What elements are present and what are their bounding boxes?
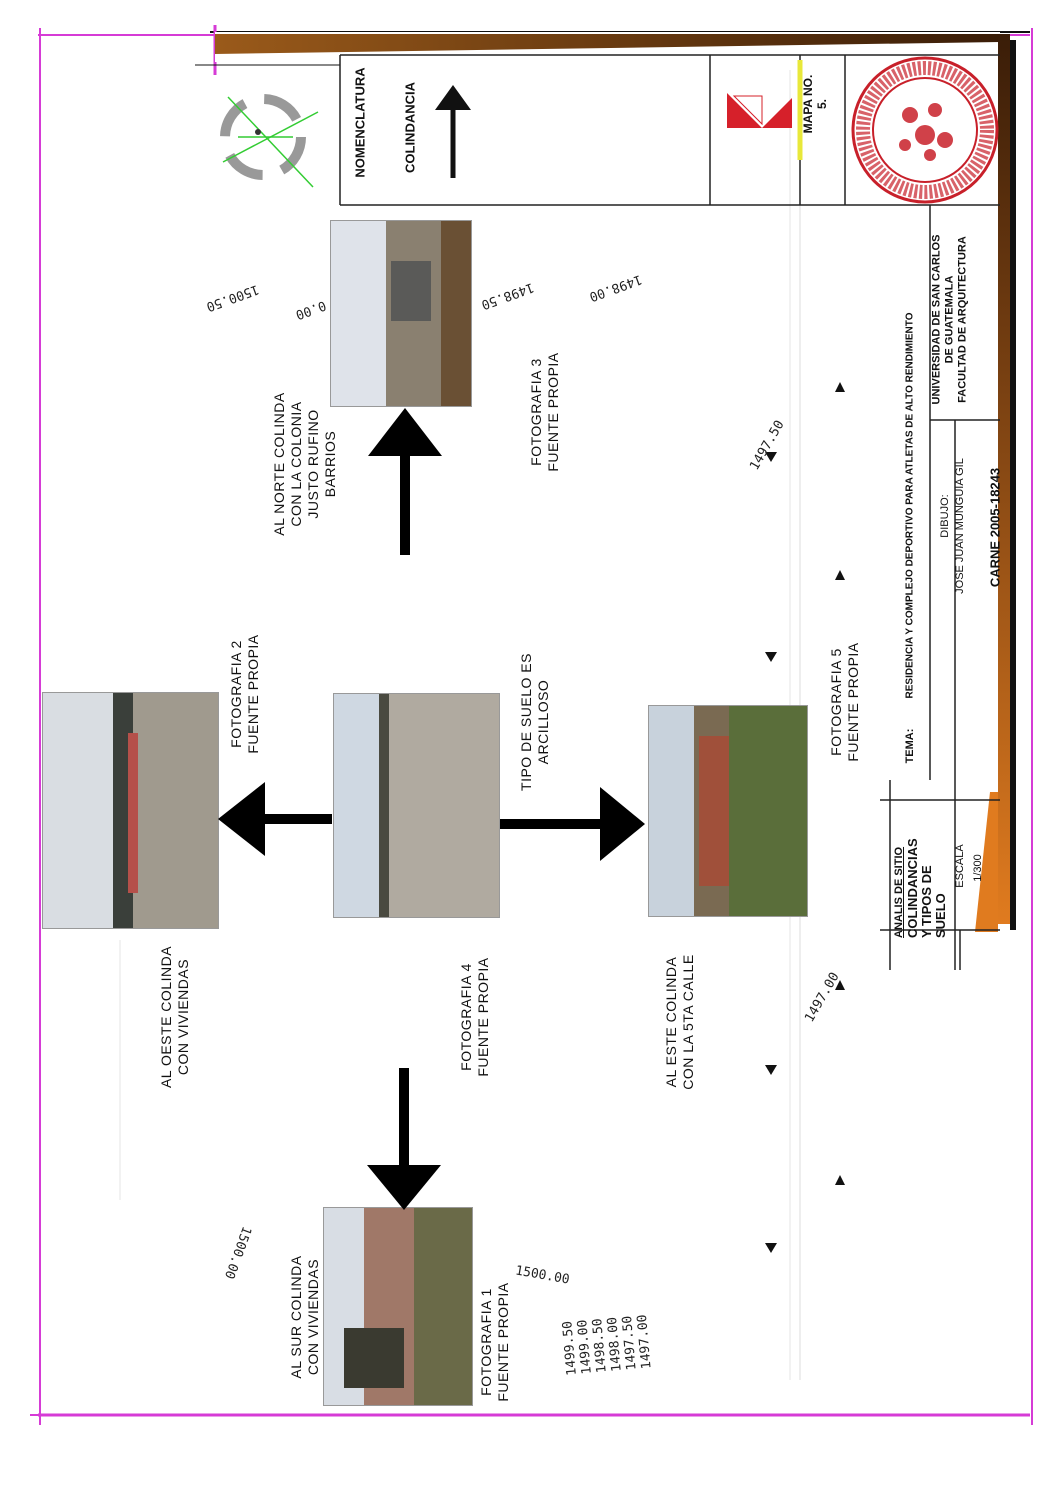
photo-5 xyxy=(648,705,808,917)
north-compass-icon xyxy=(220,94,319,188)
photo-3 xyxy=(330,220,472,407)
photo-2 xyxy=(42,692,219,929)
faculty-seal-icon xyxy=(851,56,999,204)
usac-logo-icon xyxy=(727,93,792,128)
photo-1 xyxy=(323,1207,473,1406)
photo-4 xyxy=(333,693,500,918)
title-strip xyxy=(215,32,1016,932)
legend-arrow-icon xyxy=(435,85,471,178)
